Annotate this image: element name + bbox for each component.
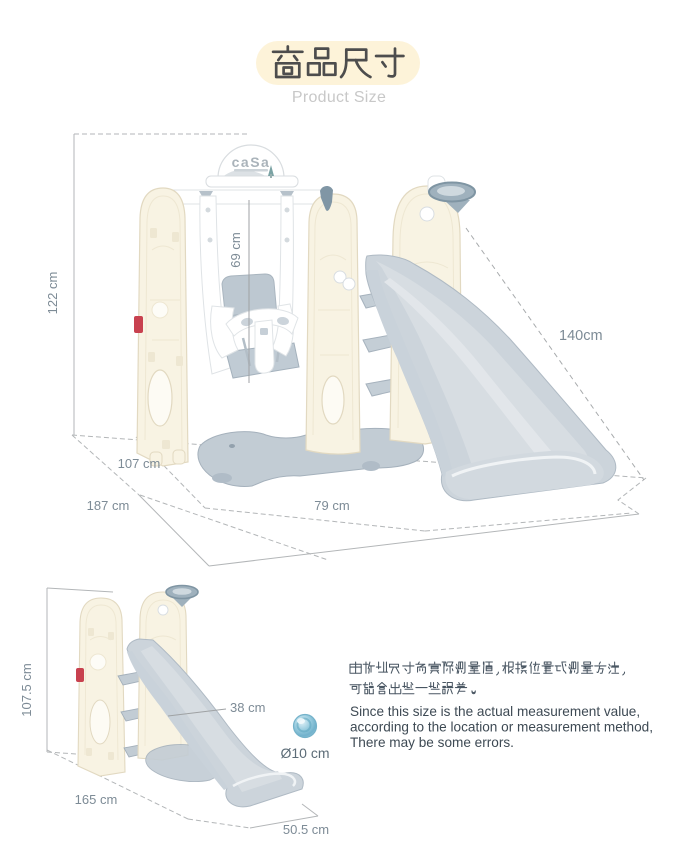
svg-text:according to the location or m: according to the location or measurement… (350, 720, 653, 735)
svg-text:Since this size is the actual: Since this size is the actual measuremen… (350, 704, 640, 719)
svg-text:Ø10 cm: Ø10 cm (280, 745, 329, 761)
svg-text:122 cm: 122 cm (45, 272, 60, 315)
svg-text:140cm: 140cm (559, 328, 603, 344)
svg-text:79 cm: 79 cm (314, 498, 349, 513)
svg-text:There may be some errors.: There may be some errors. (350, 735, 514, 750)
svg-text:38 cm: 38 cm (230, 700, 265, 715)
svg-text:165 cm: 165 cm (75, 792, 118, 807)
svg-text:187 cm: 187 cm (87, 498, 130, 513)
svg-text:69 cm: 69 cm (228, 232, 243, 267)
svg-text:Product Size: Product Size (292, 89, 386, 106)
svg-text:50.5 cm: 50.5 cm (283, 822, 329, 837)
svg-text:107 cm: 107 cm (118, 456, 161, 471)
svg-text:107.5 cm: 107.5 cm (19, 663, 34, 716)
svg-text:caSa: caSa (232, 154, 271, 170)
